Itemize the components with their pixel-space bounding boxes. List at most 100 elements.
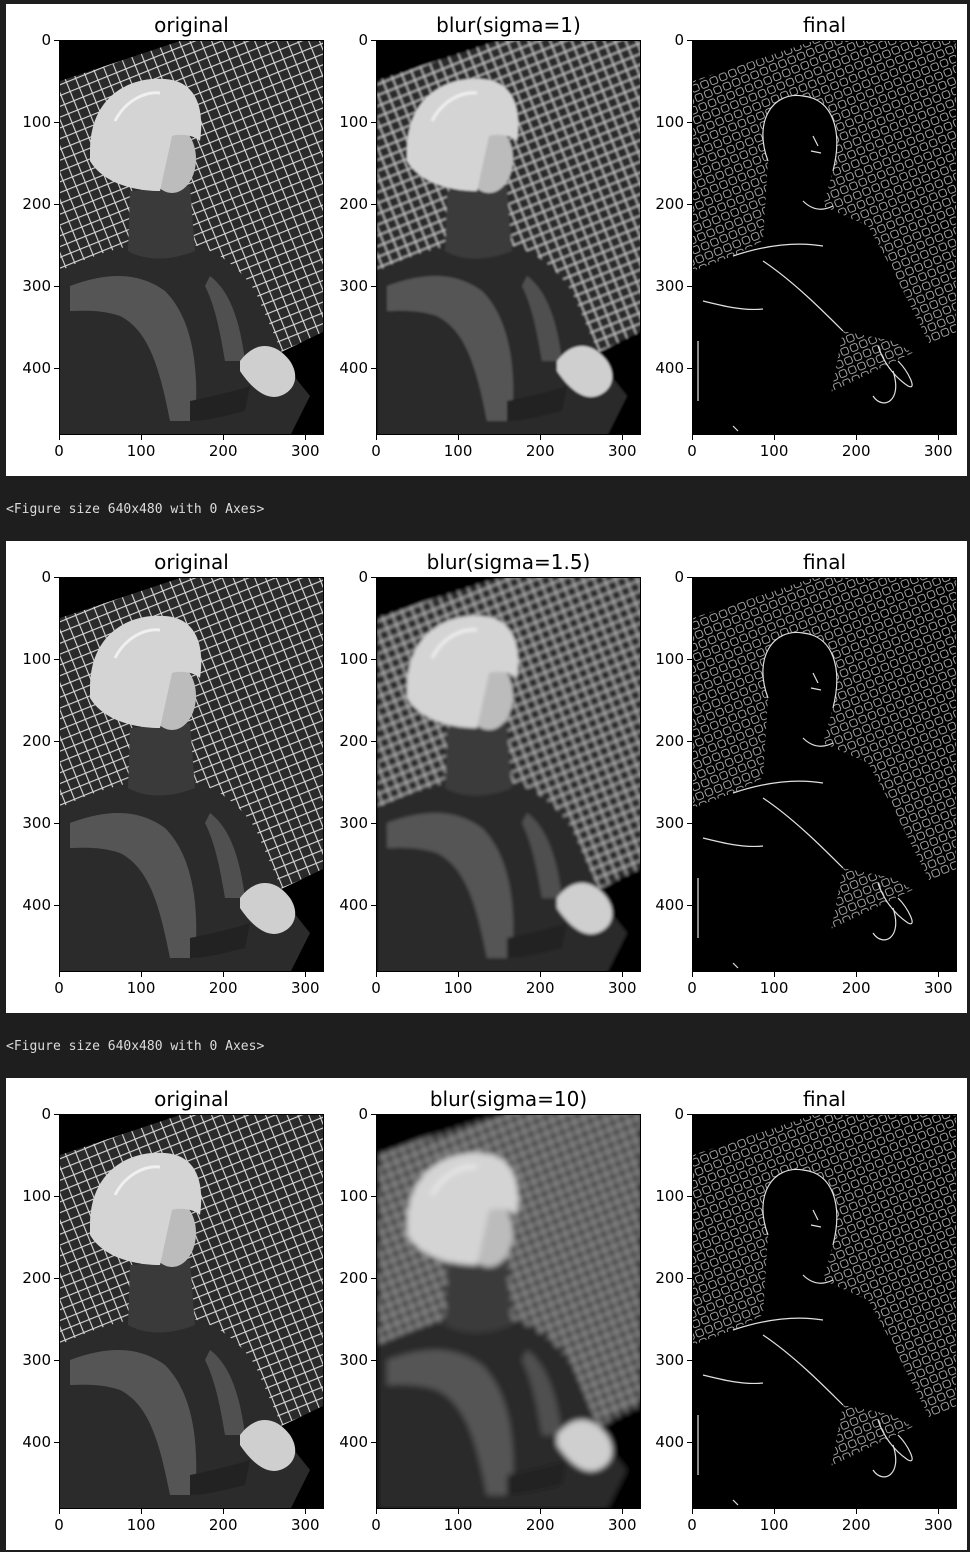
ytick-label: 200	[339, 732, 368, 751]
ytick-mark	[687, 1114, 692, 1115]
xtick-label: 0	[54, 979, 64, 997]
ytick-mark	[687, 1442, 692, 1444]
xtick-mark	[540, 972, 542, 977]
edge-map-image	[693, 1115, 956, 1508]
ytick-mark	[54, 1360, 59, 1362]
xtick-mark	[622, 972, 624, 977]
ytick-label: 0	[674, 31, 684, 49]
ytick-label: 300	[22, 277, 51, 296]
ytick-label: 100	[22, 113, 51, 132]
ytick-label: 0	[358, 31, 368, 49]
xtick-label: 200	[525, 442, 555, 460]
ytick-mark	[54, 286, 59, 288]
xtick-mark	[540, 1509, 542, 1514]
xtick-mark	[376, 1509, 377, 1514]
xtick-mark	[692, 435, 693, 440]
xtick-label: 0	[371, 1516, 381, 1534]
ytick-mark	[687, 823, 692, 825]
ytick-label: 0	[41, 1105, 51, 1123]
ytick-mark	[687, 1360, 692, 1362]
ytick-label: 200	[655, 1269, 684, 1288]
ytick-mark	[371, 823, 376, 825]
xtick-mark	[774, 435, 776, 440]
ytick-mark	[371, 286, 376, 288]
xtick-label: 200	[525, 1516, 555, 1534]
subplot-title: final	[802, 1087, 847, 1111]
ytick-label: 300	[339, 1351, 368, 1370]
ytick-mark	[371, 905, 376, 907]
ytick-mark	[54, 122, 59, 124]
xtick-mark	[774, 1509, 776, 1514]
xtick-mark	[141, 972, 143, 977]
ytick-mark	[687, 40, 692, 41]
xtick-label: 200	[841, 442, 871, 460]
ytick-label: 300	[655, 277, 684, 296]
ytick-label: 0	[41, 568, 51, 586]
ytick-label: 400	[339, 1433, 368, 1452]
ytick-label: 200	[22, 732, 51, 751]
xtick-mark	[458, 1509, 460, 1514]
xtick-mark	[223, 1509, 225, 1514]
xtick-label: 300	[923, 1516, 953, 1534]
ytick-mark	[371, 368, 376, 370]
xtick-label: 100	[443, 979, 473, 997]
subplot-title: blur(sigma=1)	[436, 13, 581, 37]
xtick-label: 0	[371, 442, 381, 460]
ytick-label: 400	[22, 359, 51, 378]
xtick-label: 100	[443, 1516, 473, 1534]
edge-map-image	[693, 41, 956, 434]
xtick-label: 0	[54, 442, 64, 460]
ytick-mark	[687, 659, 692, 661]
blurred-image	[377, 578, 640, 971]
ytick-label: 200	[22, 195, 51, 214]
ytick-label: 300	[22, 1351, 51, 1370]
xtick-mark	[458, 972, 460, 977]
subplot-title: blur(sigma=1.5)	[426, 550, 591, 574]
ytick-label: 200	[22, 1269, 51, 1288]
xtick-mark	[59, 435, 60, 440]
ytick-label: 400	[22, 1433, 51, 1452]
xtick-mark	[305, 435, 307, 440]
ytick-mark	[371, 741, 376, 743]
ytick-label: 100	[339, 1187, 368, 1206]
xtick-mark	[938, 435, 940, 440]
ytick-label: 300	[339, 814, 368, 833]
ytick-label: 300	[22, 814, 51, 833]
ytick-label: 100	[339, 650, 368, 669]
ytick-mark	[371, 1360, 376, 1362]
subplot-title: original	[154, 550, 229, 574]
ytick-label: 100	[339, 113, 368, 132]
xtick-mark	[938, 1509, 940, 1514]
original-image	[60, 578, 323, 971]
subplot-title: final	[802, 13, 847, 37]
ytick-mark	[687, 905, 692, 907]
xtick-label: 100	[126, 979, 156, 997]
image-frame	[376, 40, 641, 435]
xtick-label: 300	[607, 442, 637, 460]
xtick-label: 0	[687, 979, 697, 997]
ytick-mark	[687, 368, 692, 370]
ytick-mark	[54, 1278, 59, 1280]
ytick-mark	[371, 1442, 376, 1444]
xtick-mark	[141, 1509, 143, 1514]
image-frame	[692, 40, 957, 435]
ytick-mark	[687, 577, 692, 578]
ytick-label: 300	[339, 277, 368, 296]
ytick-label: 200	[655, 732, 684, 751]
xtick-label: 200	[841, 1516, 871, 1534]
xtick-label: 200	[208, 442, 238, 460]
ytick-mark	[371, 40, 376, 41]
xtick-label: 300	[607, 979, 637, 997]
ytick-label: 0	[674, 1105, 684, 1123]
ytick-label: 300	[655, 1351, 684, 1370]
xtick-label: 200	[525, 979, 555, 997]
xtick-mark	[376, 435, 377, 440]
xtick-label: 300	[923, 442, 953, 460]
xtick-label: 300	[607, 1516, 637, 1534]
xtick-mark	[856, 1509, 858, 1514]
ytick-mark	[371, 577, 376, 578]
edge-map-image	[693, 578, 956, 971]
ytick-label: 300	[655, 814, 684, 833]
ytick-mark	[54, 1442, 59, 1444]
